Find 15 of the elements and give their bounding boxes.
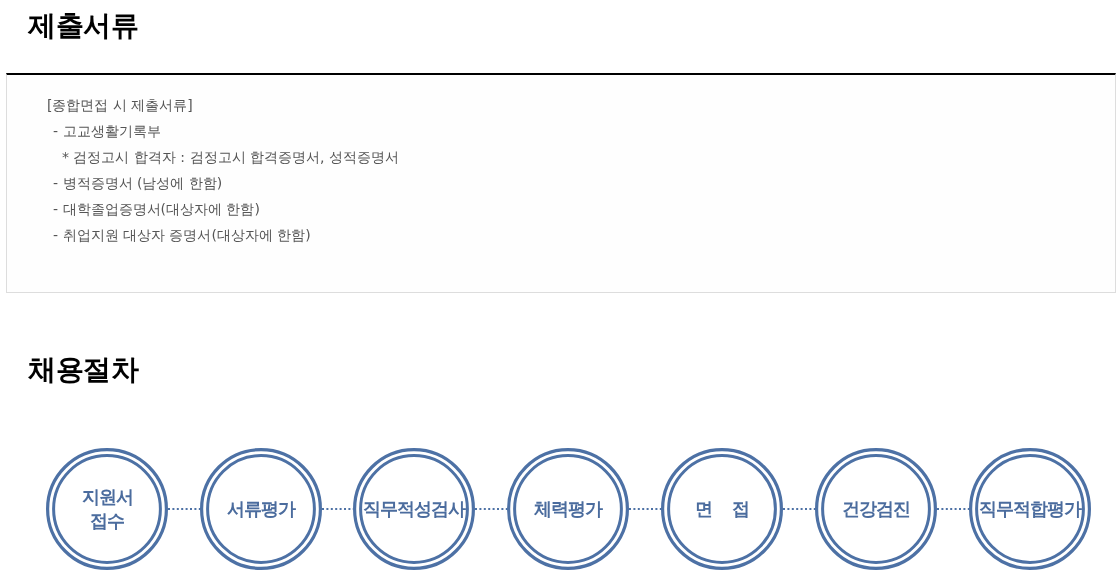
list-item: - 대학졸업증명서(대상자에 한함) <box>53 200 260 219</box>
step-circle: 건강검진 <box>815 448 937 570</box>
step-circle: 체력평가 <box>507 448 629 570</box>
subheading: [종합면접 시 제출서류] <box>47 96 193 115</box>
step-circle: 직무적합평가 <box>969 448 1091 570</box>
step-circle: 직무적성검사 <box>353 448 475 570</box>
section-heading: 채용절차 <box>28 352 138 388</box>
list-item: - 병적증명서 (남성에 한함) <box>53 174 223 193</box>
step-circle: 지원서 접수 <box>46 448 168 570</box>
step-circle: 면 접 <box>661 448 783 570</box>
list-item: - 고교생활기록부 <box>53 122 161 141</box>
note-text: * 검정고시 합격자 : 검정고시 합격증명서, 성적증명서 <box>62 148 399 167</box>
list-item: - 취업지원 대상자 증명서(대상자에 한함) <box>53 226 311 245</box>
section-heading: 제출서류 <box>28 8 138 44</box>
step-circle: 서류평가 <box>200 448 322 570</box>
